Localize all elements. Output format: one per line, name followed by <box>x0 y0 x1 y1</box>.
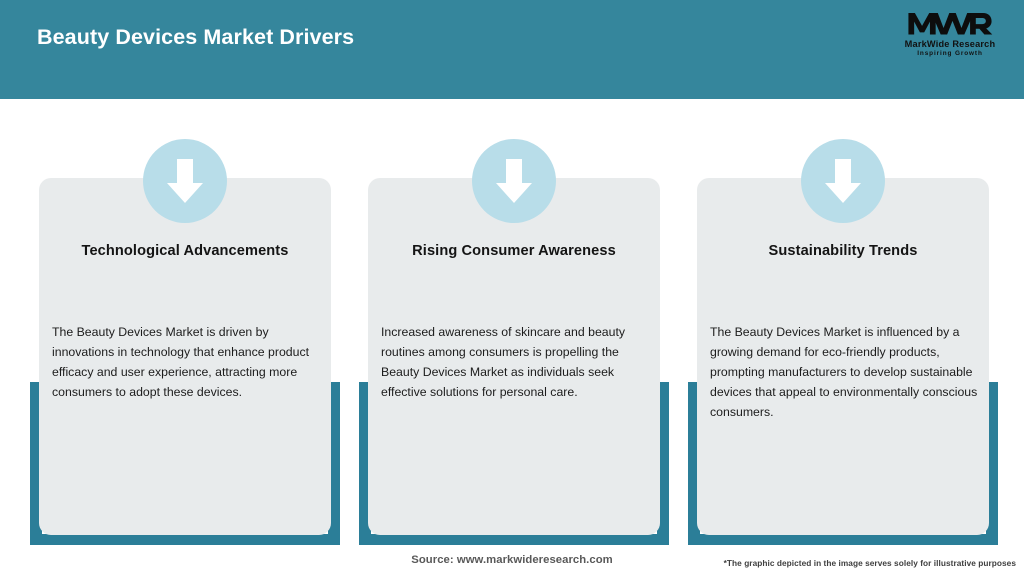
mwr-logo-icon <box>908 12 993 35</box>
card-panel <box>39 178 331 535</box>
card-body-text: Increased awareness of skincare and beau… <box>381 325 626 399</box>
arrow-down-icon <box>143 139 227 223</box>
arrow-down-icon <box>472 139 556 223</box>
disclaimer-note: *The graphic depicted in the image serve… <box>723 558 1016 568</box>
card-body-text: The Beauty Devices Market is influenced … <box>710 325 978 419</box>
driver-card-1: Technological Advancements The Beauty De… <box>30 139 340 549</box>
card-frame-right-bar <box>986 382 998 545</box>
driver-card-3: Sustainability Trends The Beauty Devices… <box>688 139 998 549</box>
source-label: Source: www.markwideresearch.com <box>411 554 613 566</box>
driver-card-2: Rising Consumer Awareness Increased awar… <box>359 139 669 549</box>
card-title: Technological Advancements <box>81 243 289 259</box>
logo-tagline: Inspiring Growth <box>917 50 983 57</box>
arrow-down-icon <box>801 139 885 223</box>
card-frame-bottom-bar <box>30 534 340 545</box>
arrow-down-glyph <box>825 159 861 203</box>
card-frame-bottom-bar <box>688 534 998 545</box>
brand-logo: MarkWide Research Inspiring Growth <box>892 8 1008 66</box>
arrow-down-glyph <box>496 159 532 203</box>
card-body-text: The Beauty Devices Market is driven by i… <box>52 325 310 399</box>
card-panel <box>697 178 989 535</box>
card-frame-bottom-bar <box>359 534 669 545</box>
arrow-down-glyph <box>167 159 203 203</box>
card-title: Sustainability Trends <box>768 243 918 259</box>
card-frame-right-bar <box>328 382 340 545</box>
header-band: Beauty Devices Market Drivers MarkWide R… <box>0 0 1024 99</box>
card-title: Rising Consumer Awareness <box>412 243 616 259</box>
card-panel <box>368 178 660 535</box>
logo-company-name: MarkWide Research <box>904 39 996 49</box>
page-title: Beauty Devices Market Drivers <box>37 25 355 49</box>
card-frame-right-bar <box>657 382 669 545</box>
